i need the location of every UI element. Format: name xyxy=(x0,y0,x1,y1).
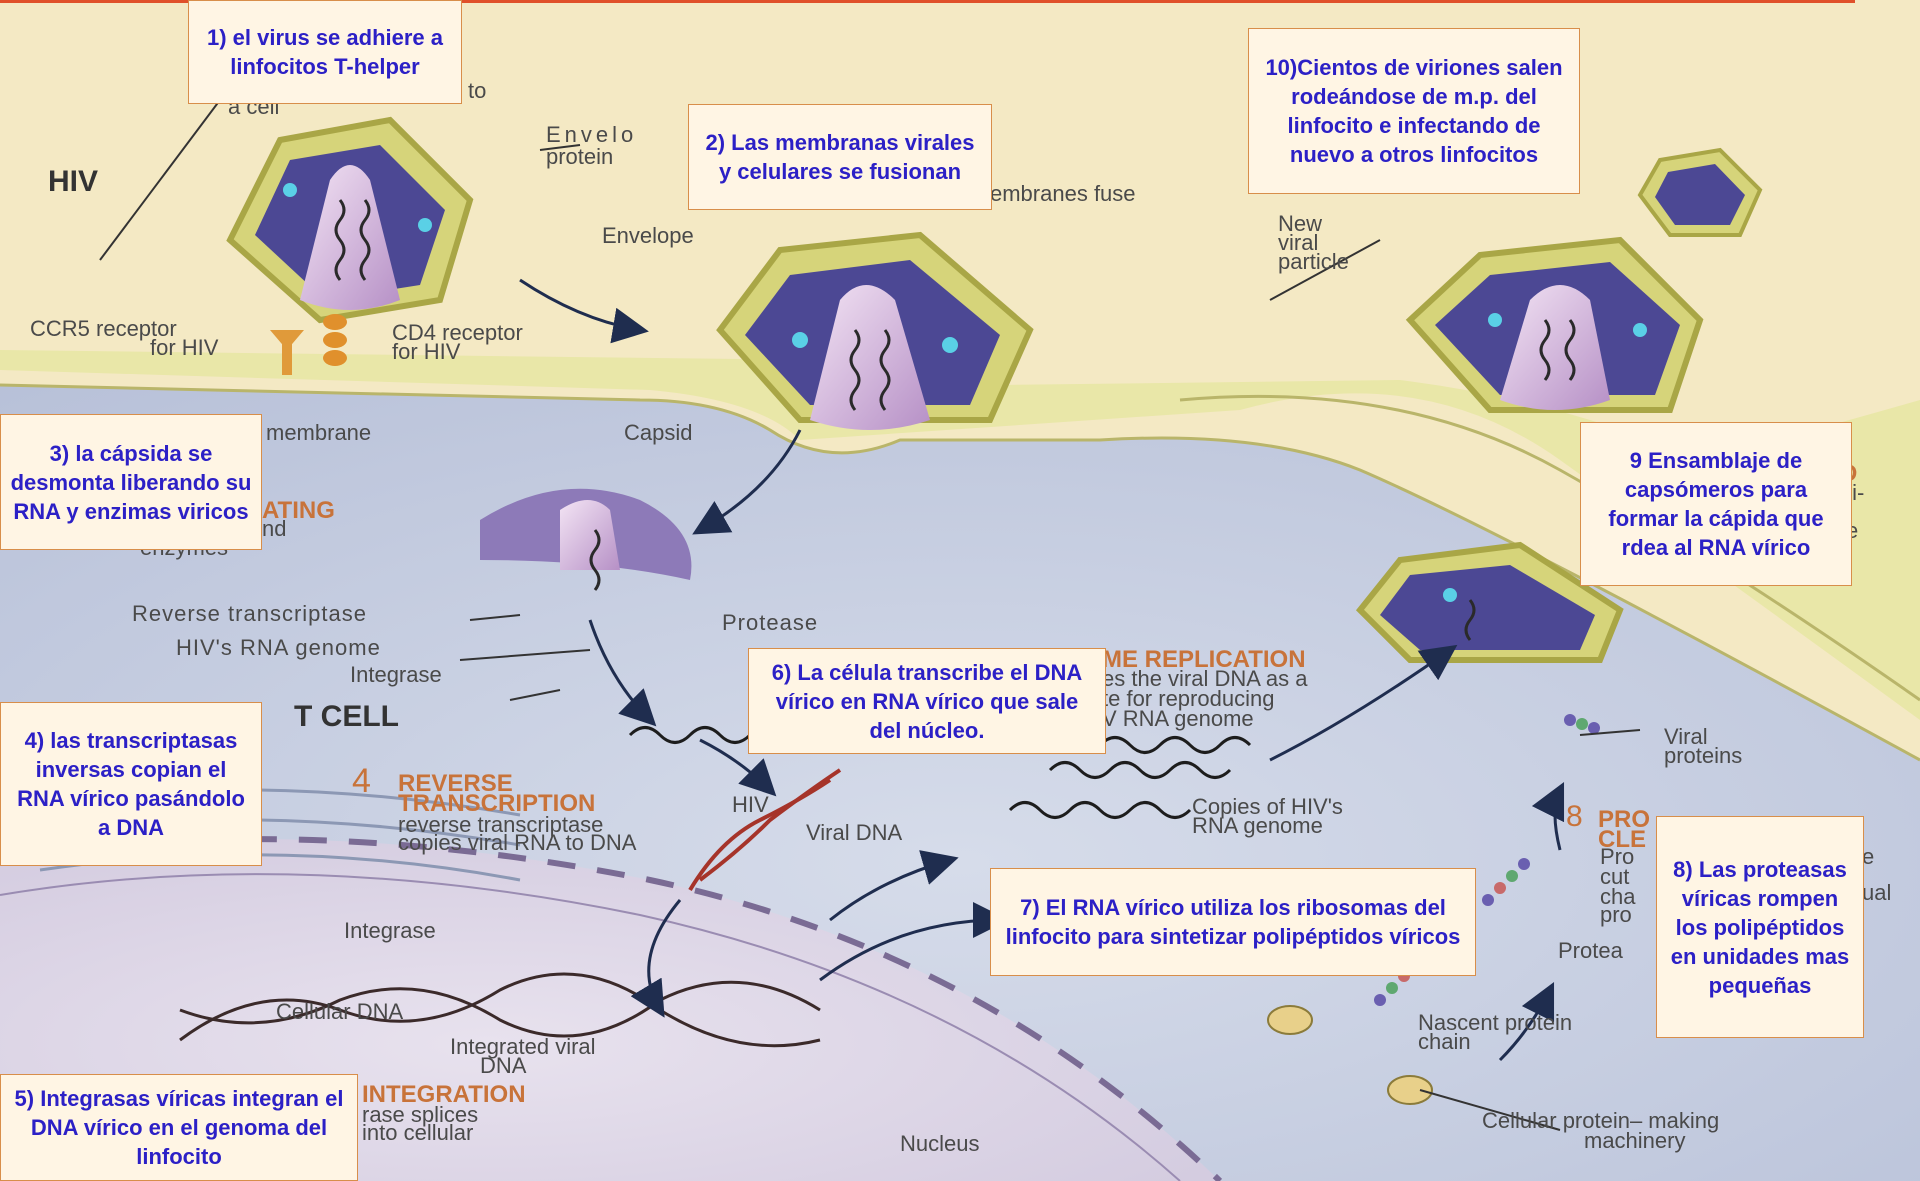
rt-hiv: HIV xyxy=(732,794,769,816)
viral-dna-label: Viral DNA xyxy=(806,822,902,844)
annotation-step-8: 8) Las proteasas víricas rompen los poli… xyxy=(1656,816,1864,1038)
viral-proteins-label-2: proteins xyxy=(1664,745,1742,767)
nucleus-label: Nucleus xyxy=(900,1133,979,1155)
integrase-label-2: Integrase xyxy=(344,920,436,942)
protease-label-2: Protea xyxy=(1558,940,1623,962)
rt-line-2: copies viral RNA to DNA xyxy=(398,832,636,854)
hiv-rna-genome-label: HIV's RNA genome xyxy=(176,637,381,659)
membrane-label: membrane xyxy=(266,422,371,444)
annotation-step-3: 3) la cápsida se desmonta liberando su R… xyxy=(0,414,262,550)
capsid-label: Capsid xyxy=(624,422,692,444)
annotation-step-9: 9 Ensamblaje de capsómeros para formar l… xyxy=(1580,422,1852,586)
gr-line-3: V RNA genome xyxy=(1102,708,1254,730)
protease-label: Protease xyxy=(722,612,818,634)
copies-rna-label-2: RNA genome xyxy=(1192,815,1323,837)
integrated-viral-dna-2: DNA xyxy=(480,1055,526,1077)
hiv-label: HIV xyxy=(48,165,98,199)
cellular-dna-label: Cellular DNA xyxy=(276,1001,403,1023)
ccr5-label-2: for HIV xyxy=(150,337,218,359)
membranes-fuse-label: embranes fuse xyxy=(990,183,1136,205)
host-cell-label: T CELL xyxy=(294,700,399,734)
rt-step-number: 4 xyxy=(352,762,371,801)
int-line-2: into cellular xyxy=(362,1122,473,1144)
uncoating-and: nd xyxy=(262,518,286,540)
cd4-receptor xyxy=(323,314,347,366)
new-viral-particle-label-3: particle xyxy=(1278,251,1349,273)
envelope-protein-label-2: protein xyxy=(546,146,613,168)
annotation-step-10: 10)Cientos de viriones salen rodeándose … xyxy=(1248,28,1580,194)
annotation-step-2: 2) Las membranas virales y celulares se … xyxy=(688,104,992,210)
integrase-label: Integrase xyxy=(350,664,442,686)
nascent-label-2: chain xyxy=(1418,1031,1471,1053)
annotation-step-1: 1) el virus se adhiere a linfocitos T-he… xyxy=(188,0,462,104)
ual-fragment: ual xyxy=(1862,882,1891,904)
annotation-step-5: 5) Integrasas víricas integran el DNA ví… xyxy=(0,1074,358,1181)
cd4-label-2: for HIV xyxy=(392,341,460,363)
annotation-step-6: 6) La célula transcribe el DNA vírico en… xyxy=(748,648,1106,754)
reverse-transcriptase-label: Reverse transcriptase xyxy=(132,603,367,625)
to-label: to xyxy=(468,80,486,102)
envelope-protein-label-1: Envelo xyxy=(546,124,637,146)
annotation-step-4: 4) las transcriptasas inversas copian el… xyxy=(0,702,262,866)
annotation-step-7: 7) El RNA vírico utiliza los ribosomas d… xyxy=(990,868,1476,976)
cellular-machinery-label-2: machinery xyxy=(1584,1130,1685,1152)
envelope-label: Envelope xyxy=(602,225,694,247)
protein-cleavage-number: 8 xyxy=(1566,800,1583,834)
pc-line-4: pro xyxy=(1600,904,1632,926)
